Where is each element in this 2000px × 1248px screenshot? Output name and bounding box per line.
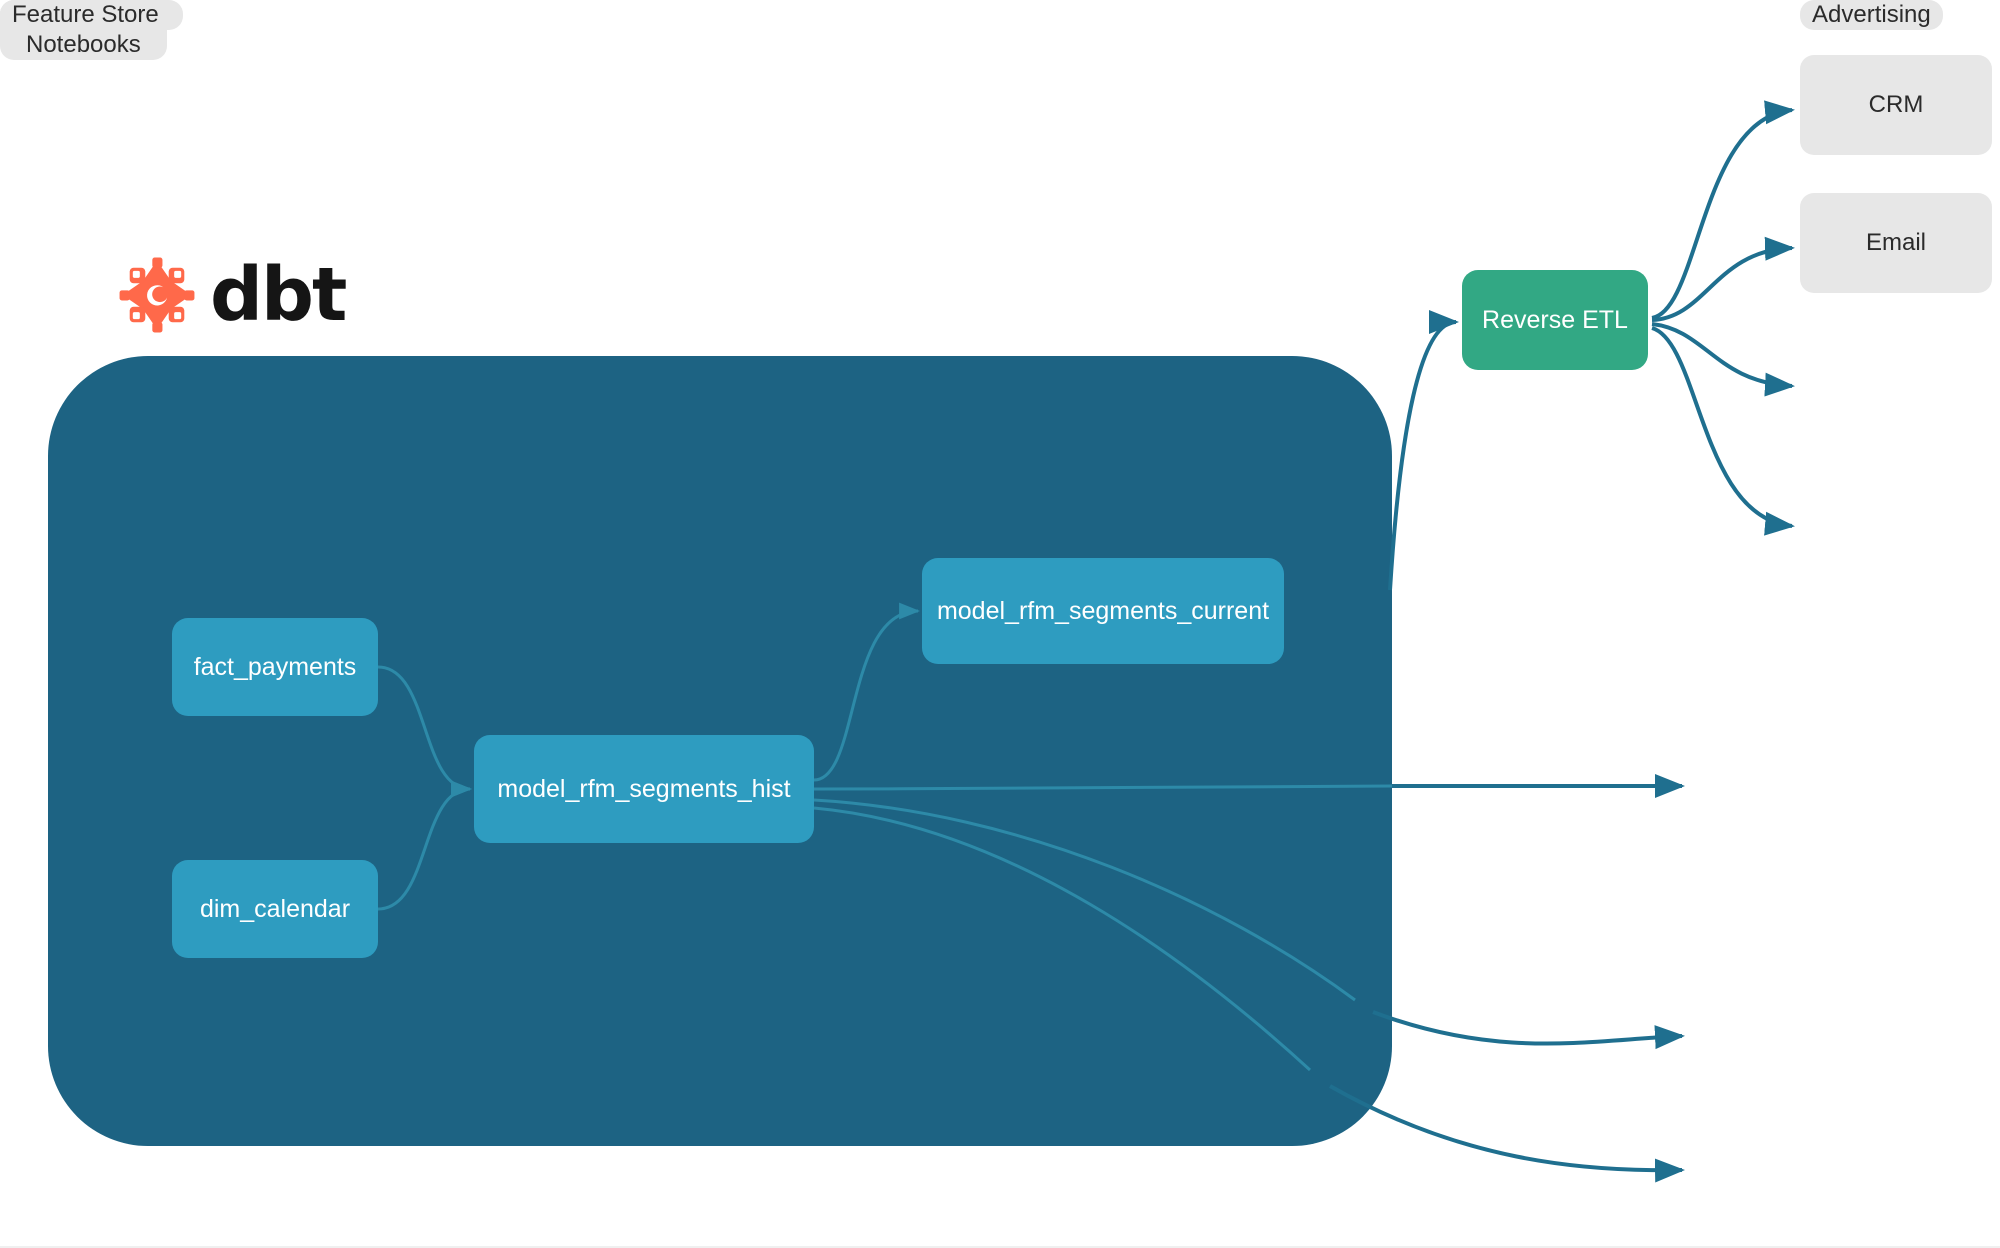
model-node-rfm-segments-current[interactable]: model_rfm_segments_current: [922, 558, 1284, 664]
edge-to-ds-notebooks: [1372, 1010, 1685, 1050]
model-node-fact-payments[interactable]: fact_payments: [172, 618, 378, 716]
model-node-rfm-segments-hist[interactable]: model_rfm_segments_hist: [474, 735, 814, 843]
reverse-etl-node[interactable]: Reverse ETL: [1462, 270, 1648, 370]
edge-reverse-etl-to-crm: [1651, 100, 1795, 320]
ds-notebooks-line-2: Notebooks: [26, 31, 141, 58]
edge-reverse-etl-to-email: [1651, 236, 1795, 322]
model-node-dim-calendar[interactable]: dim_calendar: [172, 860, 378, 958]
destination-node-email[interactable]: Email: [1800, 193, 1992, 293]
destination-node-feature-store[interactable]: Feature Store: [0, 0, 171, 30]
edge-reverse-etl-to-sms-push: [1651, 326, 1795, 536]
dbt-logo: dbt: [118, 252, 347, 338]
dbt-logo-icon: [119, 257, 195, 333]
destination-node-crm[interactable]: CRM: [1800, 55, 1992, 155]
edge-reverse-etl-to-advertising: [1651, 322, 1795, 397]
dbt-wordmark: dbt: [210, 252, 347, 338]
destination-node-advertising[interactable]: Advertising: [1800, 0, 1943, 30]
edge-current-to-reverse-etl: [1388, 310, 1459, 591]
edge-to-feature-store: [1329, 1084, 1685, 1183]
